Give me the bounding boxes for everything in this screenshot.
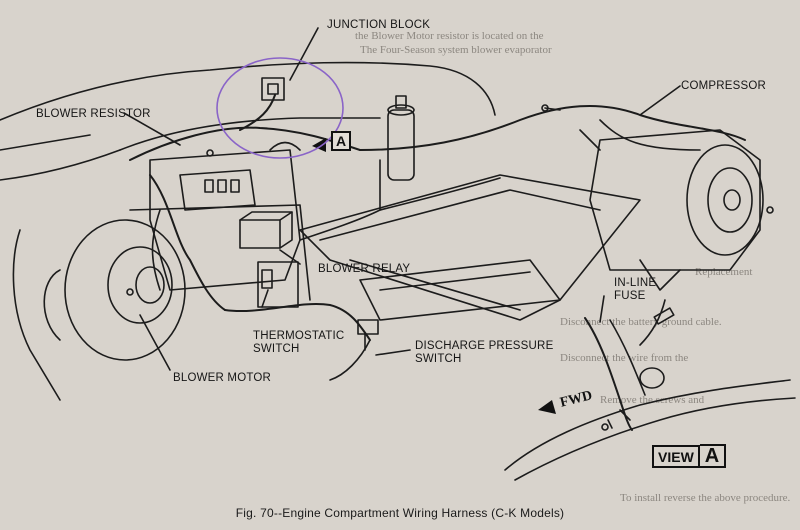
label-thermostatic-line1: THERMOSTATIC xyxy=(253,330,345,342)
label-in-line-fuse-line2: FUSE xyxy=(614,290,646,302)
bleed-text-7: To install reverse the above procedure. xyxy=(620,492,791,504)
label-blower-resistor: BLOWER RESISTOR xyxy=(36,108,151,120)
label-in-line-fuse-line1: IN-LINE xyxy=(614,277,657,289)
callout-arrow-icon xyxy=(312,138,326,152)
view-a-label: VIEW A xyxy=(652,444,727,468)
label-compressor: COMPRESSOR xyxy=(681,80,767,92)
callout-a-box: A xyxy=(331,131,351,151)
view-word: VIEW xyxy=(652,444,700,468)
label-blower-relay: BLOWER RELAY xyxy=(318,263,411,275)
figure-caption: Fig. 70--Engine Compartment Wiring Harne… xyxy=(235,506,565,520)
bleed-text-3: Replacement xyxy=(695,266,753,278)
fwd-arrow-icon xyxy=(538,400,556,414)
label-discharge-line1: DISCHARGE PRESSURE xyxy=(415,340,554,352)
label-thermostatic-line2: SWITCH xyxy=(253,343,300,355)
label-discharge-line2: SWITCH xyxy=(415,353,462,365)
highlight-circle xyxy=(216,57,344,159)
bleed-text-5: Disconnect the wire from the xyxy=(560,352,689,364)
label-junction-block: JUNCTION BLOCK xyxy=(327,19,431,31)
label-blower-motor: BLOWER MOTOR xyxy=(173,372,272,384)
view-letter: A xyxy=(699,444,727,468)
bleed-text-2: The Four-Season system blower evaporator xyxy=(360,44,552,56)
bleed-text-1: the Blower Motor resistor is located on … xyxy=(355,30,544,42)
